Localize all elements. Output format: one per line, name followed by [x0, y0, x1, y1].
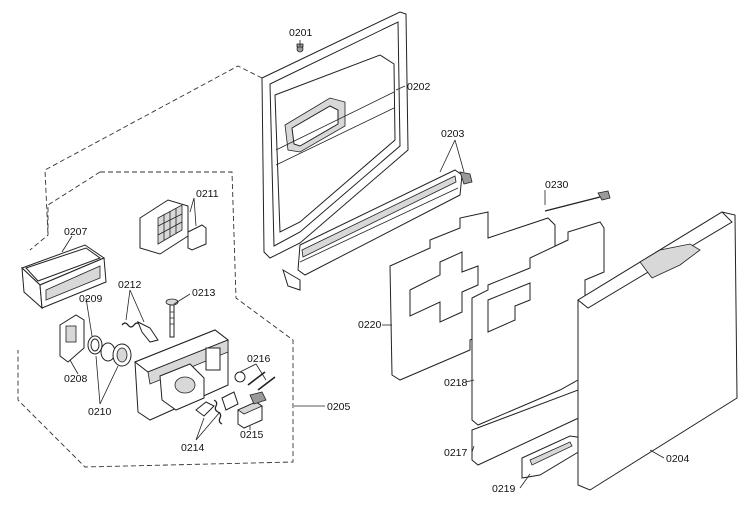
label-0207: 0207: [64, 226, 88, 238]
label-0211: 0211: [196, 188, 219, 200]
outer-door-0204: [577, 211, 738, 491]
springs-0214: [195, 391, 239, 425]
inner-door-panel-0202: [261, 11, 409, 259]
spring-0212: [121, 320, 159, 343]
trim-strip-0203: [282, 169, 473, 291]
block-0215: [237, 391, 267, 429]
label-0220: 0220: [358, 319, 382, 331]
label-0214: 0214: [181, 442, 205, 454]
part-labels: 0201 0202 0203 0230 0211 0207 0212 0213 …: [64, 27, 690, 495]
label-0212: 0212: [118, 279, 142, 291]
label-0216: 0216: [247, 353, 271, 365]
label-0210: 0210: [88, 406, 112, 418]
cover-0208: [59, 314, 85, 363]
label-0218: 0218: [444, 377, 468, 389]
label-0201: 0201: [289, 27, 313, 39]
rings-0210: [87, 335, 132, 367]
leader-lines: [61, 40, 665, 489]
pins-0216: [234, 371, 276, 391]
label-0205: 0205: [327, 401, 351, 413]
label-0202: 0202: [407, 81, 431, 93]
label-0213: 0213: [192, 287, 216, 299]
assembly-0205-outline: [17, 65, 294, 468]
filter-0211: [139, 199, 207, 255]
label-0217: 0217: [444, 447, 468, 459]
bolt-0213: [165, 298, 179, 338]
label-0208: 0208: [64, 373, 88, 385]
insulation-panel-0218: [471, 221, 605, 426]
label-0230: 0230: [545, 179, 569, 191]
label-0219: 0219: [492, 483, 516, 495]
cable-tie-0230: [544, 190, 611, 212]
gasket-frame-0207: [21, 244, 107, 310]
handle-0219: [521, 435, 586, 479]
label-0204: 0204: [666, 453, 690, 465]
label-0215: 0215: [240, 429, 264, 441]
label-0203: 0203: [441, 128, 465, 140]
insulation-panel-0220: [389, 211, 556, 381]
label-0209: 0209: [79, 293, 103, 305]
dispenser-housing-0205: [133, 329, 230, 421]
